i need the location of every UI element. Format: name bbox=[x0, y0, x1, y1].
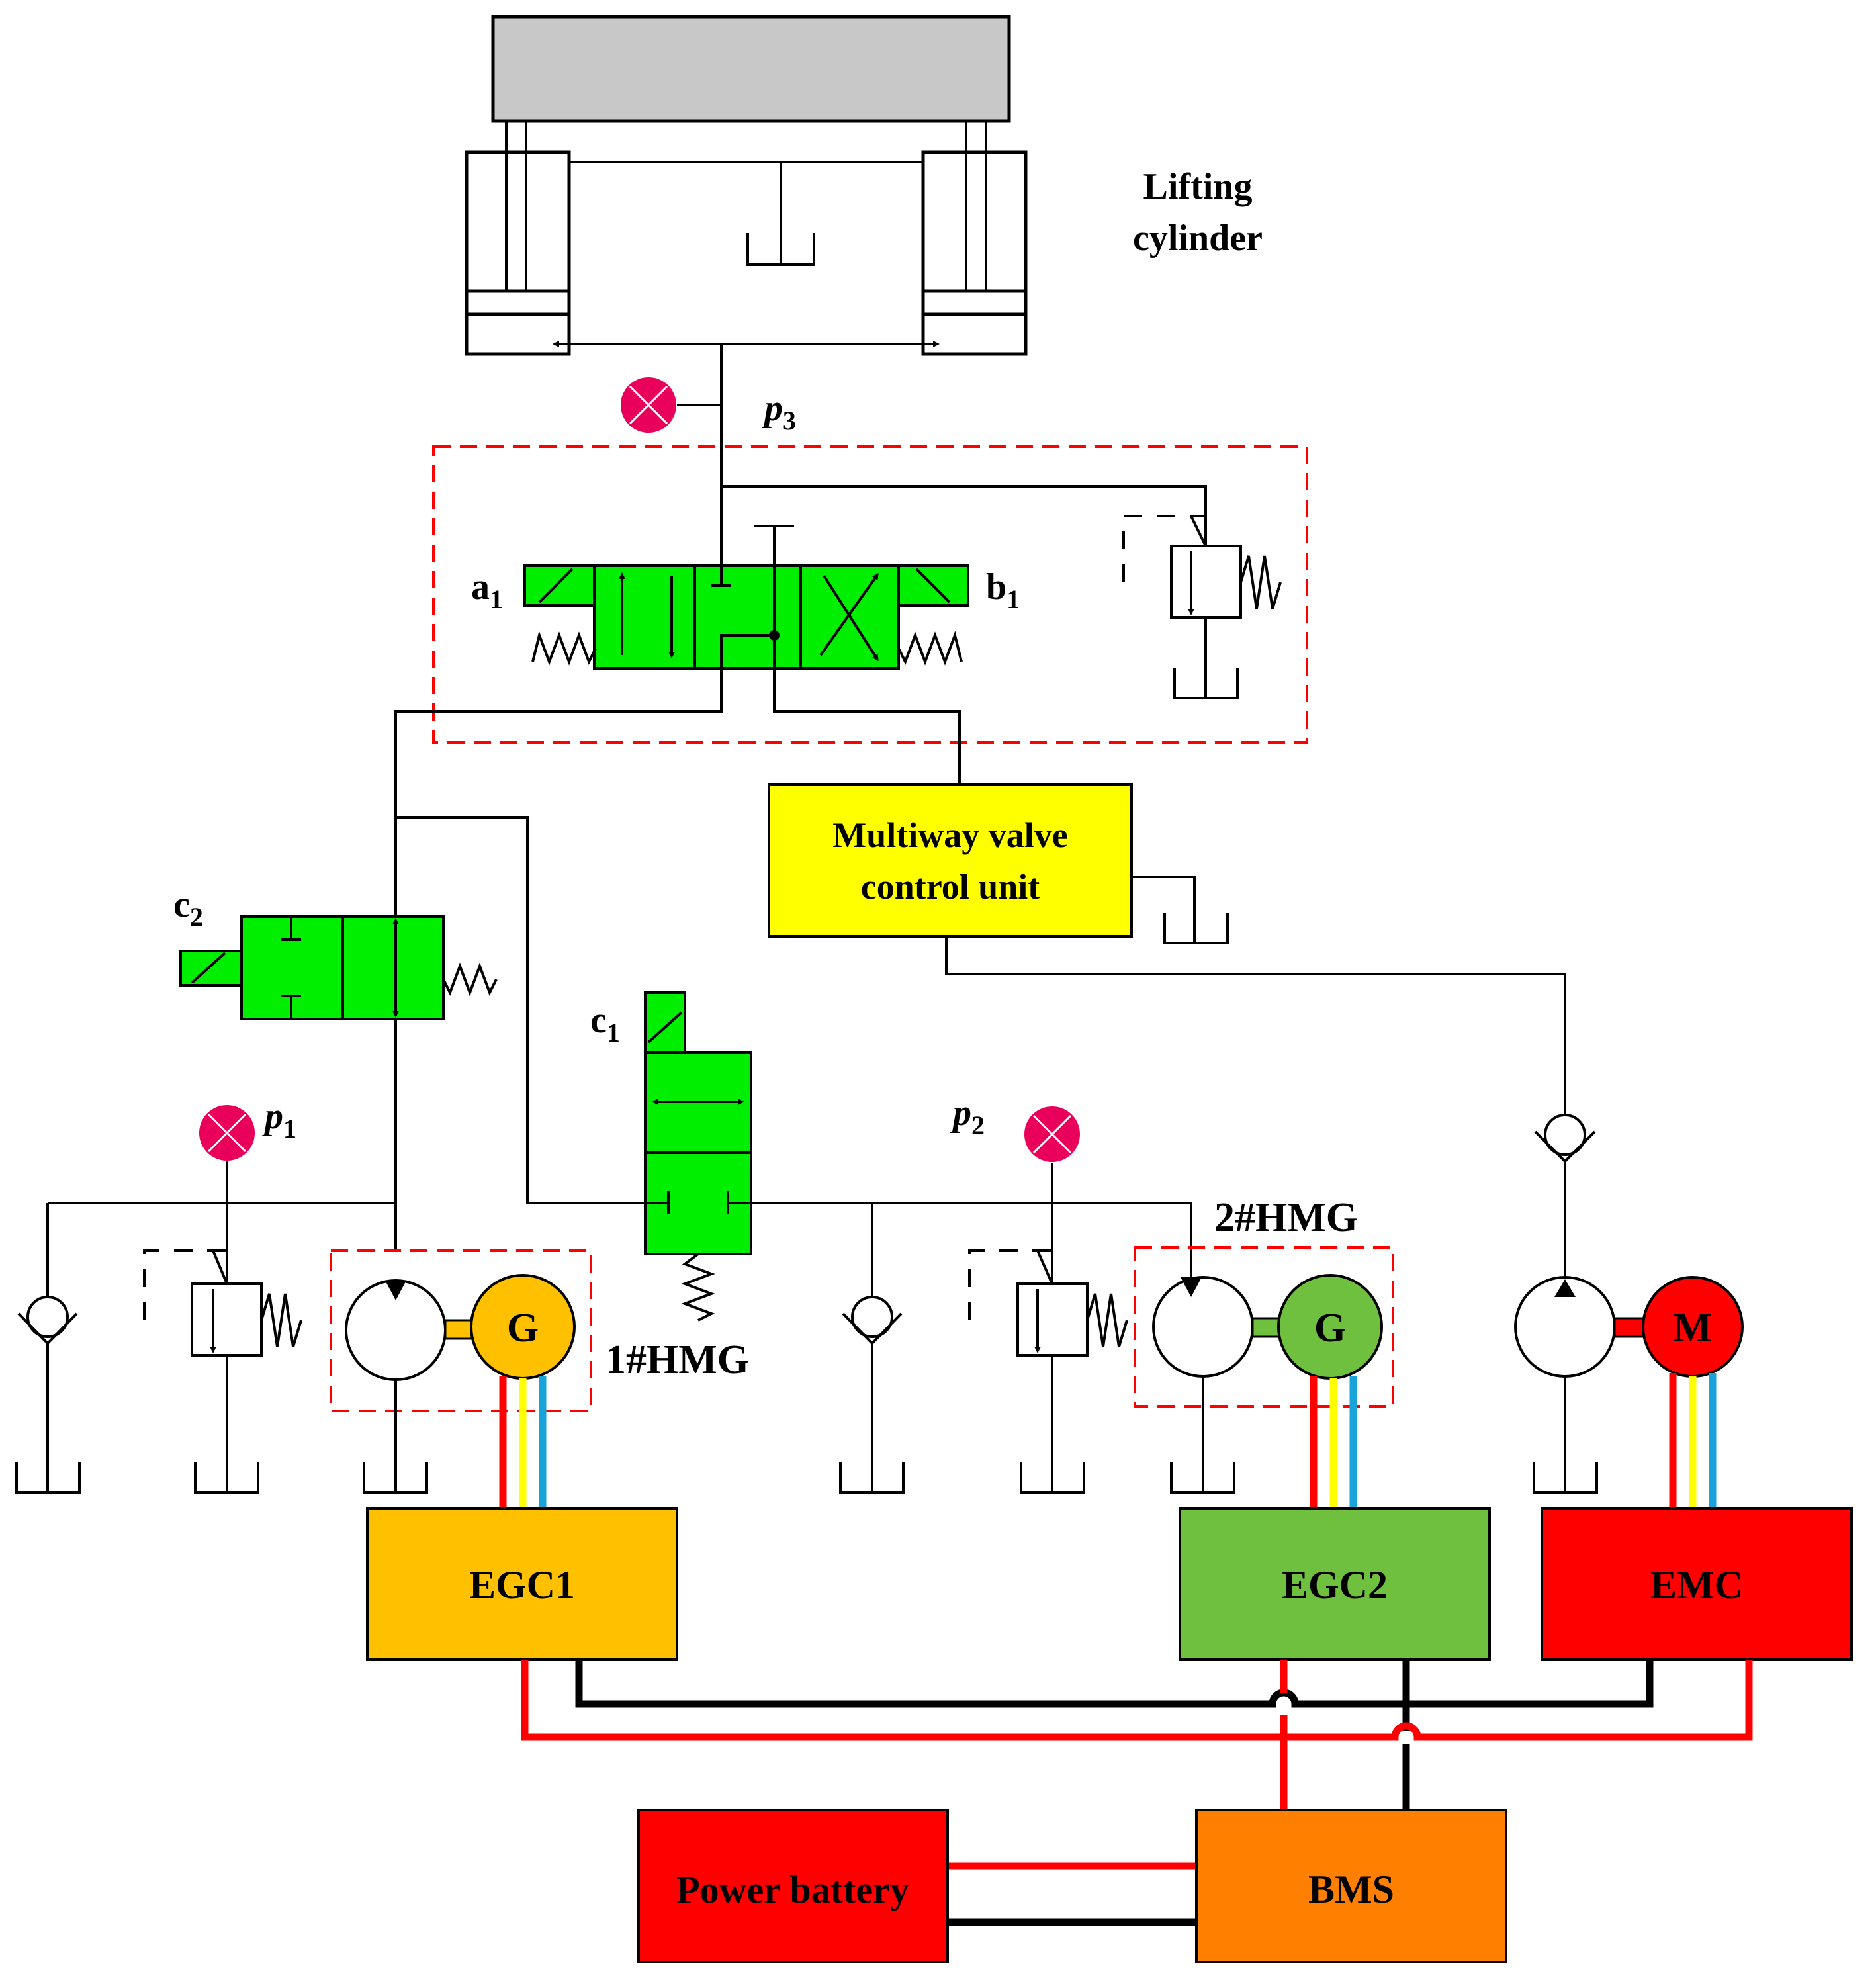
hydraulic-pump-motor-2 bbox=[1152, 1254, 1280, 1494]
power-battery-block bbox=[637, 1809, 949, 1963]
b1-label: b1 bbox=[986, 566, 1020, 614]
solenoid-c2 bbox=[179, 950, 243, 987]
egc2-label: EGC2 bbox=[1282, 1563, 1388, 1607]
emc-label: EMC bbox=[1650, 1563, 1743, 1607]
p2-label: p2 bbox=[950, 1093, 985, 1140]
hmg2-group-box bbox=[1134, 1246, 1394, 1408]
load-platform bbox=[491, 15, 1011, 123]
generator-1-label: G bbox=[507, 1306, 539, 1351]
emc-block bbox=[1541, 1507, 1853, 1661]
p1-label: p1 bbox=[262, 1096, 296, 1144]
hmg1-label: 1#HMG bbox=[605, 1337, 749, 1382]
solenoid-a1 bbox=[523, 564, 596, 607]
left-cylinder-body bbox=[465, 150, 571, 356]
generator-2: G bbox=[1277, 1274, 1383, 1380]
left-piston bbox=[465, 289, 571, 316]
bms-block bbox=[1195, 1809, 1507, 1963]
hydraulic-pump-motor-1 bbox=[345, 1279, 473, 1494]
electric-motor-label: M bbox=[1674, 1306, 1713, 1351]
three-phase-wires bbox=[499, 1373, 1717, 1509]
electric-motor: M bbox=[1642, 1276, 1744, 1378]
multiway-valve-control-unit-line2: control unit bbox=[861, 867, 1040, 907]
check-valve-right bbox=[1534, 1114, 1596, 1277]
multiway-valve-control-unit bbox=[768, 783, 1133, 938]
generator-2-label: G bbox=[1314, 1306, 1346, 1351]
directional-valve-a1-b1 bbox=[523, 525, 969, 670]
multiway-valve-control-unit-line1: Multiway valve bbox=[832, 815, 1067, 855]
dc-bus-wires bbox=[521, 1660, 1753, 1926]
p3-label: p3 bbox=[762, 388, 796, 435]
pressure-gauge-p2 bbox=[1024, 1106, 1080, 1203]
lifting-cylinder bbox=[465, 15, 1028, 566]
multiway-valve-group-box bbox=[432, 445, 1308, 744]
c1-label: c1 bbox=[590, 1000, 620, 1048]
check-valve-left bbox=[15, 1203, 81, 1494]
right-piston bbox=[921, 289, 1028, 316]
power-battery-label: Power battery bbox=[676, 1868, 909, 1911]
hmg2-label: 2#HMG bbox=[1214, 1195, 1358, 1240]
pressure-gauge-p3 bbox=[621, 377, 721, 433]
relief-valve-middle bbox=[968, 1203, 1128, 1494]
valve-c2 bbox=[179, 915, 498, 1020]
check-valve-middle bbox=[839, 1203, 905, 1494]
c2-label: c2 bbox=[173, 884, 203, 932]
hydraulic-pump-3 bbox=[1514, 1276, 1646, 1494]
right-cylinder-body bbox=[921, 150, 1028, 356]
relief-valve-left bbox=[143, 1203, 302, 1494]
valve-c1 bbox=[644, 991, 752, 1322]
egc1-label: EGC1 bbox=[469, 1563, 575, 1607]
a1-label: a1 bbox=[471, 566, 503, 614]
lifting-cylinder-label-line2: cylinder bbox=[1133, 218, 1263, 259]
egc2-block bbox=[1179, 1507, 1491, 1661]
solenoid-c1 bbox=[644, 991, 686, 1054]
lifting-cylinder-label-line1: Lifting bbox=[1143, 166, 1253, 207]
relief-valve-top bbox=[1122, 515, 1282, 699]
generator-1: G bbox=[470, 1274, 576, 1380]
bms-label: BMS bbox=[1308, 1867, 1394, 1911]
pressure-gauge-p1 bbox=[199, 1105, 255, 1203]
